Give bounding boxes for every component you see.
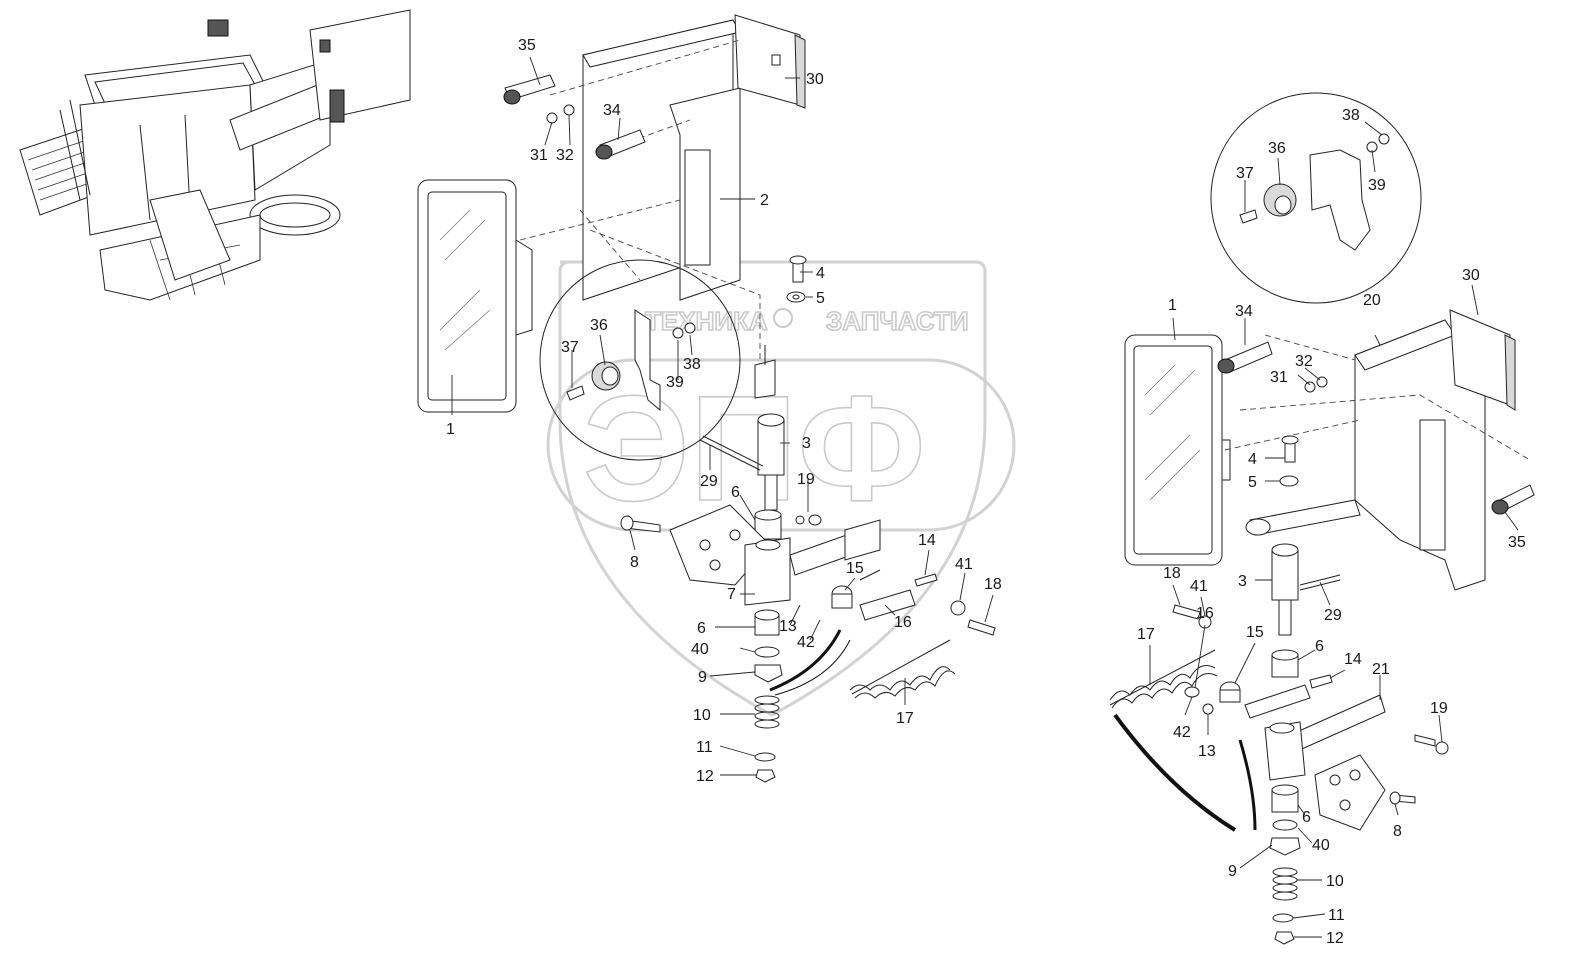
detail-circle-left: [539, 259, 741, 461]
callout-r6b: 6: [1302, 809, 1311, 826]
callout-31: 31: [530, 147, 548, 164]
cover-part-30: [734, 14, 801, 106]
callout-r41: 41: [1190, 578, 1208, 595]
hinge-body-part-7: [744, 537, 791, 606]
callout-38: 38: [683, 356, 701, 373]
callout-r15: 15: [1246, 624, 1264, 641]
arm-part-21: [1289, 694, 1386, 753]
callout-36: 36: [590, 317, 608, 334]
callout-r38: 38: [1342, 107, 1360, 124]
callout-r35: 35: [1508, 534, 1526, 551]
callout-r3: 3: [1238, 573, 1247, 590]
callout-14: 14: [918, 532, 936, 549]
callout-12: 12: [696, 768, 714, 785]
bolt-part-35: [503, 74, 556, 105]
callout-labels-right: 38 36 37 39 30 1 34 20 32 31 4 5 35 3 18…: [1137, 107, 1526, 947]
callout-6: 6: [731, 484, 740, 501]
machine-overview-illustration: [19, 9, 411, 301]
callout-18: 18: [984, 576, 1002, 593]
callout-5: 5: [816, 290, 825, 307]
callout-8: 8: [630, 554, 639, 571]
callout-2: 2: [760, 192, 769, 209]
callout-r10: 10: [1326, 873, 1344, 890]
callout-40: 40: [691, 641, 709, 658]
bolt-part-34: [595, 129, 646, 160]
callout-13: 13: [779, 618, 797, 635]
callout-1: 1: [446, 421, 455, 438]
callout-r21: 21: [1372, 661, 1390, 678]
watermark-text-2: ЗАПЧАСТИ: [826, 306, 969, 336]
callout-r39: 39: [1368, 177, 1386, 194]
shaft-part-3: [757, 419, 785, 476]
spring-part-17: [849, 639, 956, 699]
leader-lines: [451, 56, 1519, 938]
callout-r19: 19: [1430, 700, 1448, 717]
callout-r12: 12: [1326, 930, 1344, 947]
callout-r37: 37: [1236, 165, 1254, 182]
callout-11: 11: [696, 739, 713, 756]
watermark-text-1: ТЕХНИКА: [645, 306, 768, 336]
callout-42: 42: [797, 634, 815, 651]
spring-part-17-right: [1109, 649, 1218, 709]
callout-r30: 30: [1462, 267, 1480, 284]
callout-r6a: 6: [1315, 638, 1324, 655]
watermark-gear-icon: [773, 308, 793, 328]
callout-r20: 20: [1363, 292, 1381, 309]
callout-10: 10: [693, 707, 711, 724]
callout-30: 30: [806, 71, 824, 88]
callout-r16: 16: [1196, 605, 1214, 622]
callout-r4: 4: [1248, 451, 1257, 468]
callout-17: 17: [896, 710, 914, 727]
callout-r18: 18: [1163, 565, 1181, 582]
callout-35: 35: [518, 37, 536, 54]
callout-34: 34: [603, 102, 621, 119]
watermark: ТЕХНИКА ЗАПЧАСТИ ЭПФ: [546, 260, 1016, 717]
callout-r5: 5: [1248, 474, 1257, 491]
callout-r1: 1: [1168, 297, 1177, 314]
callout-3: 3: [802, 435, 811, 452]
callout-labels-left: 35 30 34 31 32 2 4 5 36 37 38 39 1 3 29 …: [446, 37, 1002, 785]
callout-6b: 6: [697, 620, 706, 637]
callout-r29: 29: [1324, 607, 1342, 624]
callout-32: 32: [556, 147, 574, 164]
callout-r42: 42: [1173, 724, 1191, 741]
callout-16: 16: [894, 614, 912, 631]
callout-r40: 40: [1312, 837, 1330, 854]
callout-r36: 36: [1268, 140, 1286, 157]
callout-4: 4: [816, 265, 825, 282]
watermark-shield-icon: [558, 260, 987, 717]
callout-r11: 11: [1328, 907, 1345, 924]
callout-9: 9: [698, 669, 707, 686]
detail-circle-right: [1210, 92, 1422, 304]
right-assembly: [1109, 92, 1535, 945]
callout-r31: 31: [1270, 369, 1288, 386]
callout-19: 19: [797, 471, 815, 488]
callout-39: 39: [666, 374, 684, 391]
spring-part-10-right: [1272, 867, 1298, 901]
callout-r32: 32: [1295, 353, 1313, 370]
callout-29: 29: [700, 473, 718, 490]
watermark-logo: ЭПФ: [583, 364, 926, 532]
callout-r14: 14: [1344, 651, 1362, 668]
callout-r8: 8: [1393, 823, 1402, 840]
callout-r9: 9: [1228, 863, 1237, 880]
callout-7: 7: [727, 586, 736, 603]
callout-r34: 34: [1235, 303, 1253, 320]
callout-r17: 17: [1137, 626, 1155, 643]
callout-37: 37: [561, 339, 579, 356]
callout-41: 41: [955, 556, 973, 573]
callout-15: 15: [846, 560, 864, 577]
left-assembly: [417, 14, 996, 783]
spring-part-10: [754, 695, 780, 729]
callout-r13: 13: [1198, 743, 1216, 760]
shaft-part-3-right: [1271, 549, 1299, 601]
